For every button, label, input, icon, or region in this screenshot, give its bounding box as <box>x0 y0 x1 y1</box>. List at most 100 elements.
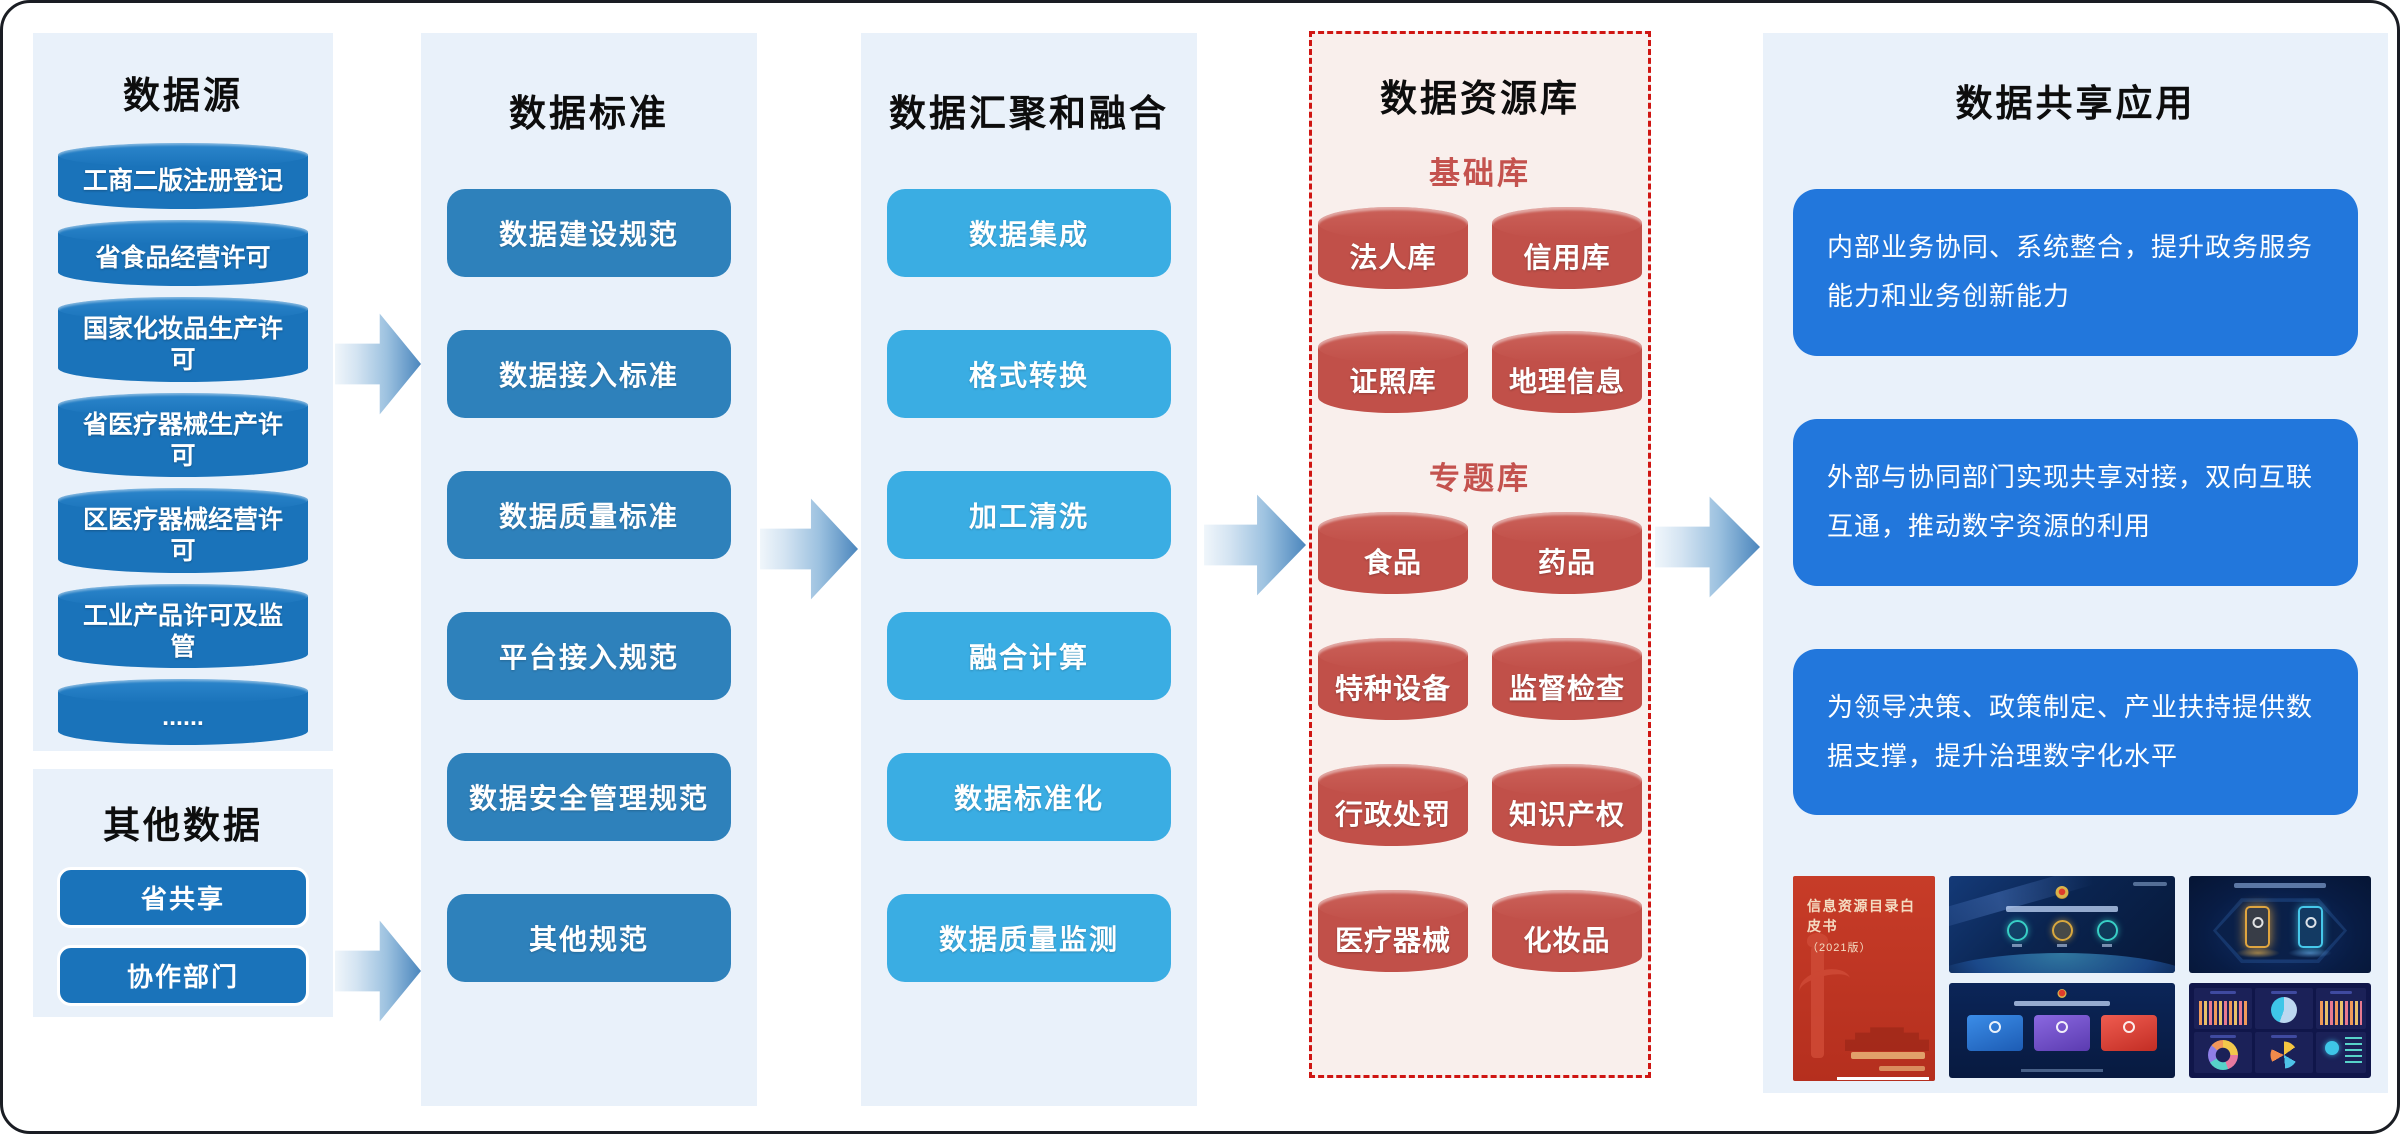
emblem-icon <box>2057 989 2067 999</box>
topic-library-grid: 食品 药品 特种设备 监督检查 行政处罚 知识产权 医疗器械 化妆品 <box>1318 512 1642 972</box>
panel-other-data: 其他数据 省共享 协作部门 <box>33 769 333 1017</box>
screenshot-title-placeholder <box>2014 1001 2110 1007</box>
database-cylinder-icon: 证照库 <box>1318 331 1468 413</box>
base-library-item: 法人库 <box>1349 242 1437 273</box>
flow-arrow-icon <box>335 920 421 1022</box>
database-cylinder-icon: 医疗器械 <box>1318 890 1468 972</box>
source-item-label: 区医疗器械经营许可 <box>82 506 283 566</box>
pillar-silhouette-icon <box>1807 933 1828 1059</box>
database-cylinder-icon: ...... <box>58 679 308 745</box>
application-item: 为领导决策、政策制定、产业扶持提供数据支撑，提升治理数字化水平 <box>1793 648 2358 816</box>
screenshot-column-right <box>2189 876 2371 1081</box>
aggregation-item: 加工清洗 <box>887 471 1171 559</box>
panel-data-standards: 数据标准 数据建设规范 数据接入标准 数据质量标准 平台接入规范 数据安全管理规… <box>421 33 757 1106</box>
other-data-list: 省共享 协作部门 <box>57 867 309 1006</box>
standard-item: 数据接入标准 <box>447 330 731 418</box>
application-screenshots: 信息资源目录白皮书 （2021版） <box>1793 876 2371 1082</box>
source-item-label: 工业产品许可及监管 <box>82 601 283 661</box>
module-circle-icon <box>2096 920 2118 948</box>
database-cylinder-icon: 区医疗器械经营许可 <box>58 488 308 573</box>
database-cylinder-icon: 地理信息 <box>1492 331 1642 413</box>
module-card-icon <box>2101 1015 2157 1052</box>
database-cylinder-icon: 监督检查 <box>1492 638 1642 720</box>
database-cylinder-icon: 国家化妆品生产许可 <box>58 297 308 382</box>
platform-modules-screenshot <box>1949 983 2175 1079</box>
database-cylinder-icon: 省医疗器械生产许可 <box>58 392 308 477</box>
other-data-item: 省共享 <box>57 867 309 928</box>
pedestal-glow-icon <box>2288 948 2332 959</box>
topic-library-item: 化妆品 <box>1523 925 1611 956</box>
topic-library-label: 专题库 <box>1429 461 1531 496</box>
building-silhouette-icon <box>1845 1027 1929 1052</box>
flow-arrow-icon <box>335 313 421 415</box>
base-library-item: 地理信息 <box>1508 366 1625 397</box>
panel-data-aggregation: 数据汇聚和融合 数据集成 格式转换 加工清洗 融合计算 数据标准化 数据质量监测 <box>861 33 1197 1106</box>
aggregation-item: 格式转换 <box>887 330 1171 418</box>
database-cylinder-icon: 特种设备 <box>1318 638 1468 720</box>
panel-data-repository: 数据资源库 基础库 法人库 信用库 证照库 地理信息 专题库 食品 药品 特种设… <box>1309 31 1651 1078</box>
application-item: 外部与协同部门实现共享对接，双向互联互通，推动数字资源的利用 <box>1793 418 2358 586</box>
whitepaper-title: 信息资源目录白皮书 <box>1807 898 1916 935</box>
platform-home-screenshot <box>1949 876 2175 974</box>
aggregation-item: 数据集成 <box>887 189 1171 277</box>
divider <box>1837 1077 1929 1081</box>
database-cylinder-icon: 药品 <box>1492 512 1642 594</box>
topic-library-item: 知识产权 <box>1508 799 1625 830</box>
database-cylinder-icon: 工商二版注册登记 <box>58 143 308 209</box>
pedestal-glow-icon <box>2236 948 2280 959</box>
module-icons-row <box>1949 920 2175 948</box>
whitepaper-edition: （2021版） <box>1807 942 1872 955</box>
source-item-label: 工商二版注册登记 <box>82 167 283 196</box>
database-cylinder-icon: 法人库 <box>1318 207 1468 289</box>
source-item-label: 省食品经营许可 <box>95 244 271 273</box>
data-aggregation-title: 数据汇聚和融合 <box>889 93 1169 134</box>
topic-library-item: 监督检查 <box>1508 673 1625 704</box>
screenshot-smalltext-placeholder <box>2133 882 2167 887</box>
mini-donut-chart <box>2194 1032 2252 1074</box>
database-cylinder-icon: 食品 <box>1318 512 1468 594</box>
publisher-text-placeholder <box>1851 1052 1925 1060</box>
module-circle-icon <box>2051 920 2073 948</box>
cyan-cabinet-icon <box>2298 906 2323 949</box>
database-cylinder-icon: 知识产权 <box>1492 764 1642 846</box>
database-cylinder-icon: 省食品经营许可 <box>58 220 308 286</box>
application-item: 内部业务协同、系统整合，提升政务服务能力和业务创新能力 <box>1793 189 2358 356</box>
data-sources-list: 工商二版注册登记 省食品经营许可 国家化妆品生产许可 省医疗器械生产许可 区医疗… <box>58 143 308 745</box>
mini-legend-chart <box>2315 1032 2366 1074</box>
other-data-title: 其他数据 <box>103 805 263 846</box>
base-library-grid: 法人库 信用库 证照库 地理信息 <box>1318 207 1642 413</box>
topic-library-item: 医疗器械 <box>1334 925 1451 956</box>
base-library-item: 信用库 <box>1523 242 1611 273</box>
date-text-placeholder <box>1879 1066 1925 1072</box>
source-item-label: 省医疗器械生产许可 <box>82 410 283 470</box>
flow-arrow-icon <box>1655 496 1760 598</box>
module-circle-icon <box>2006 920 2028 948</box>
data-repository-title: 数据资源库 <box>1380 78 1580 119</box>
screenshot-footer-placeholder <box>2021 1069 2103 1073</box>
standard-item: 数据质量标准 <box>447 471 731 559</box>
earth-glow-icon <box>1949 953 2175 974</box>
topic-library-item: 药品 <box>1537 547 1596 578</box>
mini-pie-chart <box>2254 988 2313 1030</box>
screenshot-title-placeholder <box>2234 883 2326 889</box>
data-standards-list: 数据建设规范 数据接入标准 数据质量标准 平台接入规范 数据安全管理规范 其他规… <box>447 189 731 982</box>
base-library-label: 基础库 <box>1429 156 1531 191</box>
standard-item: 数据建设规范 <box>447 189 731 277</box>
topic-library-item: 食品 <box>1363 547 1422 578</box>
data-sources-title: 数据源 <box>123 75 243 116</box>
database-cylinder-icon: 化妆品 <box>1492 890 1642 972</box>
standard-item: 数据安全管理规范 <box>447 753 731 841</box>
3d-visualization-screenshot <box>2189 876 2371 974</box>
aggregation-item: 数据质量监测 <box>887 894 1171 982</box>
hexagon-frame-icon <box>2212 898 2348 964</box>
module-card-icon <box>1967 1015 2023 1052</box>
topic-library-item: 行政处罚 <box>1334 799 1451 830</box>
mini-bar-chart <box>2194 988 2252 1030</box>
base-library-item: 证照库 <box>1349 366 1437 397</box>
screenshot-title-placeholder <box>2006 906 2118 913</box>
panel-data-sources: 数据源 工商二版注册登记 省食品经营许可 国家化妆品生产许可 省医疗器械生产许可… <box>33 33 333 751</box>
mini-pinwheel-chart <box>2254 1032 2313 1074</box>
gold-cabinet-icon <box>2245 906 2270 949</box>
aggregation-item: 数据标准化 <box>887 753 1171 841</box>
